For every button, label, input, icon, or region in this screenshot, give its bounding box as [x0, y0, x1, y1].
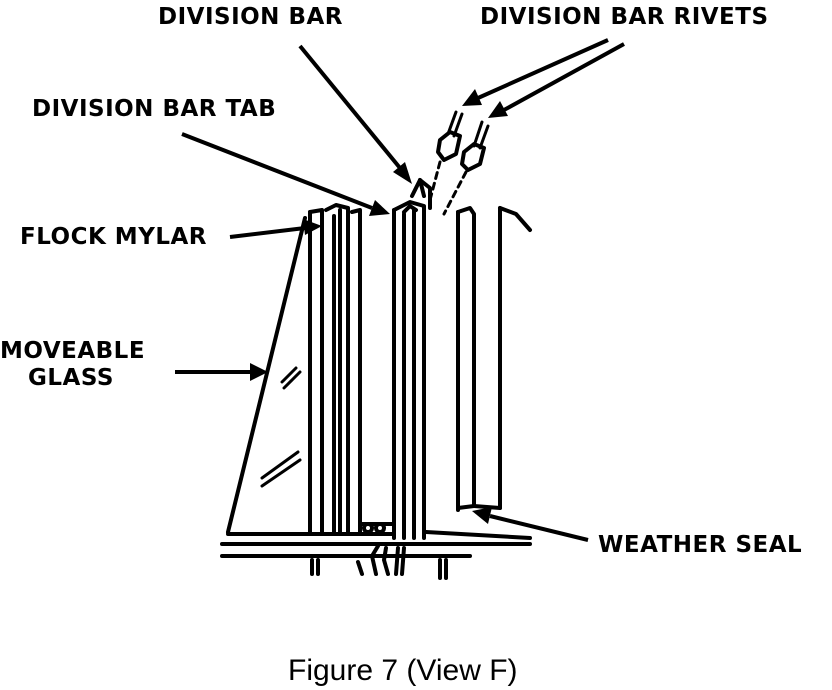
leader-division-bar-tab	[181, 132, 390, 216]
weather-seal	[456, 206, 532, 512]
label-moveable-glass-line2: GLASS	[28, 365, 114, 391]
flock-mylar-channel	[308, 203, 362, 536]
division-bar	[392, 178, 432, 540]
leader-division-bar-rivet-2	[488, 42, 625, 118]
leader-weather-seal	[472, 507, 589, 542]
leader-division-bar	[298, 44, 412, 184]
label-flock-mylar: FLOCK MYLAR	[20, 224, 207, 250]
label-division-bar-rivets: DIVISION BAR RIVETS	[480, 4, 769, 30]
figure-caption: Figure 7 (View F)	[288, 654, 518, 687]
leader-moveable-glass	[175, 363, 268, 381]
division-bar-rivet-1	[428, 110, 464, 202]
label-moveable-glass-line1: MOVEABLE	[0, 338, 145, 364]
label-weather-seal: WEATHER SEAL	[598, 532, 802, 558]
lower-sill-frame	[220, 522, 532, 580]
division-bar-rivet-2	[442, 120, 490, 216]
leader-flock-mylar	[229, 219, 322, 239]
moveable-glass	[226, 216, 307, 534]
label-division-bar-tab: DIVISION BAR TAB	[32, 96, 276, 122]
leader-division-bar-rivet-1	[462, 38, 609, 106]
label-division-bar: DIVISION BAR	[158, 4, 343, 30]
